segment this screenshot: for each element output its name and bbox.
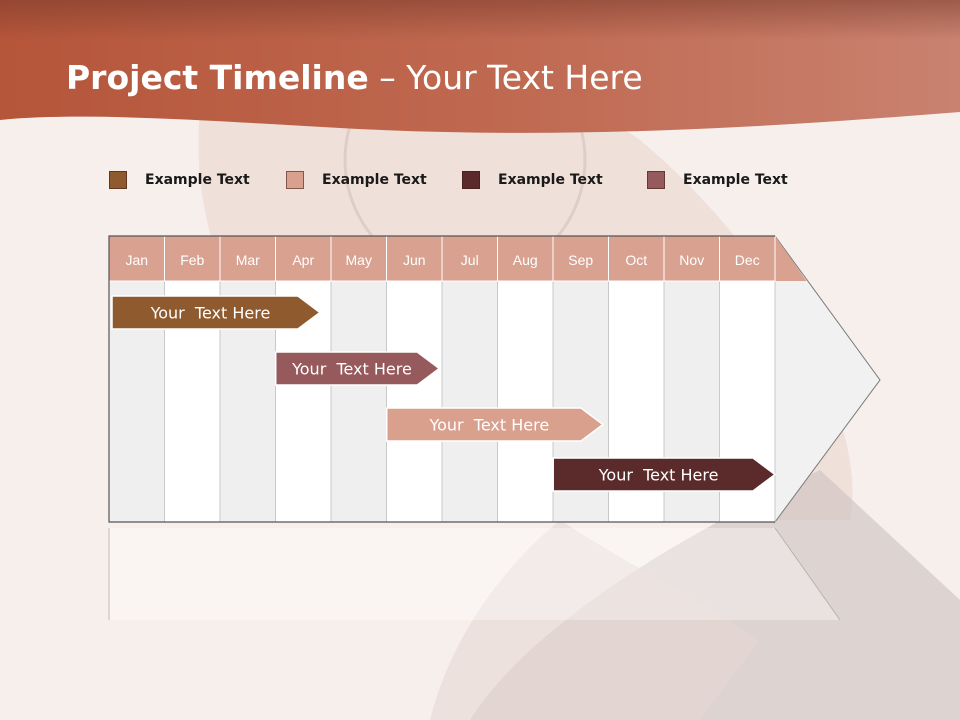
legend-label: Example Text	[322, 172, 427, 188]
month-header-cell	[719, 235, 776, 282]
month-label: Jul	[461, 252, 479, 268]
month-label: Jan	[125, 252, 148, 268]
month-header-cell	[497, 235, 554, 282]
month-label: May	[346, 252, 372, 268]
timeline-bar-label: Your Text Here	[291, 360, 412, 379]
month-header-cell	[219, 235, 276, 282]
timeline-bar-label: Your Text Here	[428, 416, 549, 435]
legend-label: Example Text	[498, 172, 603, 188]
legend-label: Example Text	[683, 172, 788, 188]
month-label: Jun	[403, 252, 426, 268]
month-label: Feb	[180, 252, 204, 268]
month-column	[497, 280, 554, 523]
month-header-cell	[441, 235, 498, 282]
title-rest: – Your Text Here	[368, 58, 643, 97]
month-label: Sep	[568, 252, 593, 268]
month-column	[386, 280, 443, 523]
timeline-bar	[552, 457, 777, 492]
month-label: Oct	[625, 252, 647, 268]
month-column	[330, 280, 387, 523]
legend-swatch	[462, 171, 480, 189]
timeline-bar	[111, 295, 322, 330]
month-header-cell	[330, 235, 387, 282]
legend-label: Example Text	[145, 172, 250, 188]
timeline-reflection	[109, 528, 840, 620]
legend-swatch	[647, 171, 665, 189]
legend-swatch	[109, 171, 127, 189]
month-header-cell	[275, 235, 332, 282]
timeline-bar-label: Your Text Here	[598, 466, 719, 485]
timeline-frame	[108, 235, 775, 523]
month-header-cell	[552, 235, 609, 282]
timeline-bar-label: Your Text Here	[150, 304, 271, 323]
timeline-bar	[274, 351, 441, 386]
month-label: Aug	[513, 252, 538, 268]
legend-swatch	[286, 171, 304, 189]
month-header-cell	[108, 235, 165, 282]
title-bold: Project Timeline	[66, 58, 369, 97]
month-header-cell	[164, 235, 221, 282]
reflection-edge	[774, 527, 841, 621]
month-column	[441, 280, 498, 523]
month-label: Apr	[292, 252, 314, 268]
timeline-bar	[385, 407, 605, 442]
month-header-cell	[663, 235, 720, 282]
month-label: Mar	[236, 252, 260, 268]
month-label: Dec	[735, 252, 760, 268]
slide-title: Project Timeline – Your Text Here	[66, 58, 643, 97]
month-header-cell	[386, 235, 443, 282]
timeline-arrow-head-band	[775, 236, 807, 281]
month-label: Nov	[679, 252, 704, 268]
